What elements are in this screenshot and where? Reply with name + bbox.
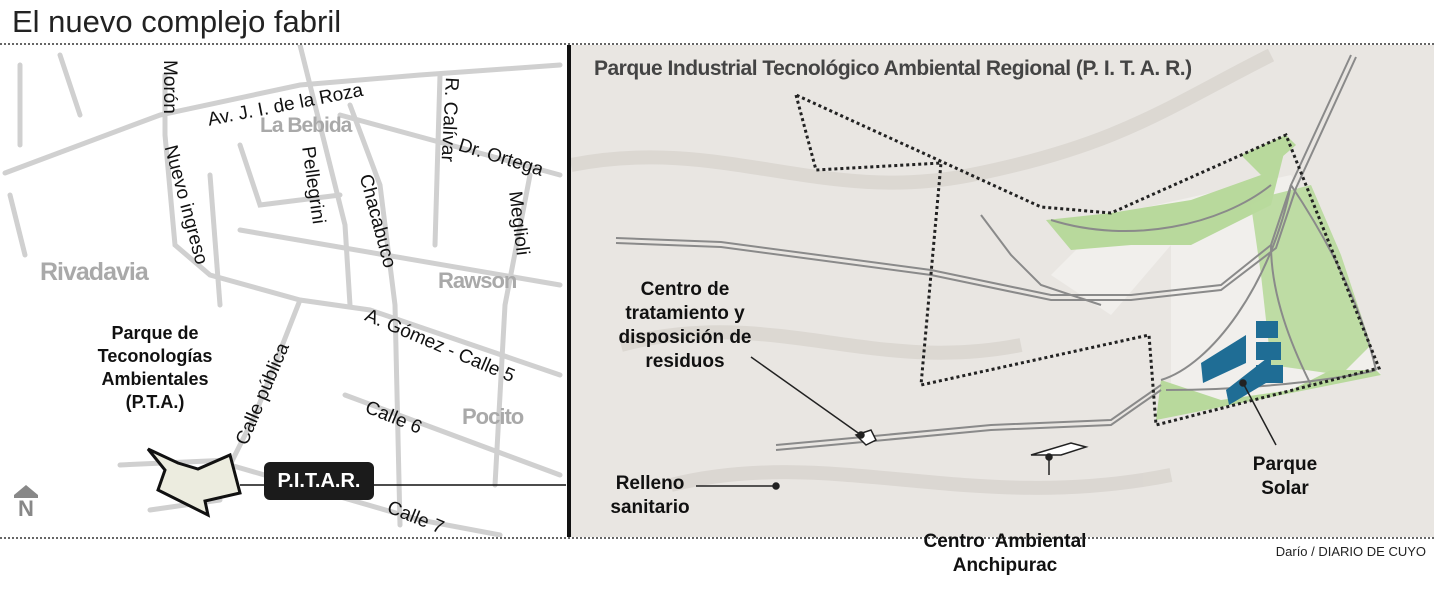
road-pellegrini — [297, 45, 353, 308]
street-map — [2, 45, 566, 537]
street-label-moron: Morón — [159, 60, 180, 114]
pta-site — [146, 447, 242, 518]
satellite-map — [571, 45, 1434, 537]
internal-roads — [615, 54, 1377, 451]
road-calle6 — [342, 392, 563, 478]
road-calivar — [432, 72, 443, 248]
road-meglioli — [492, 172, 533, 488]
road-roza — [2, 62, 563, 176]
panel-divider — [567, 45, 571, 537]
road-mid — [237, 227, 563, 288]
pitar-badge: P.I.T.A.R. — [264, 462, 374, 500]
road-ortega — [337, 112, 563, 178]
bottom-divider — [0, 537, 1434, 539]
dept-rivadavia: Rivadavia — [40, 258, 149, 286]
north-arrow-icon: N — [14, 485, 38, 521]
right-map-title: Parque Industrial Tecnológico Ambiental … — [594, 57, 1192, 80]
top-divider — [0, 43, 1434, 45]
road-minor — [7, 52, 343, 308]
road-calle-publica — [222, 297, 303, 478]
solar-panels — [1201, 321, 1283, 405]
dept-rawson: Rawson — [438, 268, 517, 293]
dept-la-bebida: La Bebida — [260, 114, 352, 137]
dept-pocito: Pocito — [462, 404, 524, 429]
credit: Darío / DIARIO DE CUYO — [1275, 544, 1426, 559]
leader-lines — [696, 356, 1277, 490]
road-nuevo-ingreso — [162, 72, 563, 378]
page-title: El nuevo complejo fabril — [12, 4, 342, 39]
